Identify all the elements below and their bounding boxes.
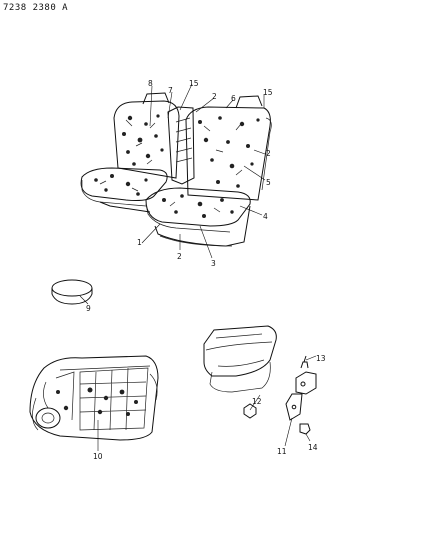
right-seat-cushion (145, 187, 251, 227)
callout-2c: 2 (177, 252, 182, 261)
callout-12: 12 (252, 397, 262, 406)
callout-7: 7 (168, 86, 173, 95)
upholstery-pattern (94, 114, 260, 218)
callout-1: 1 (137, 238, 142, 247)
callout-10: 10 (93, 452, 103, 461)
part-9-disc (51, 279, 93, 305)
callout-8: 8 (148, 79, 153, 88)
document-code: 7238 2380 A (3, 3, 69, 13)
callout-13: 13 (316, 354, 326, 363)
callout-numbers: 8 7 15 2 6 15 2 5 4 1 2 3 9 10 12 11 13 … (86, 79, 326, 461)
callout-11: 11 (277, 447, 287, 456)
bracket-hardware (243, 355, 317, 435)
leader-lines (79, 83, 317, 451)
callout-15a: 15 (189, 79, 199, 88)
bench-seat-assembly (80, 92, 272, 247)
part-10-seat-frame (29, 355, 159, 441)
left-headrest (142, 92, 170, 105)
callout-2a: 2 (212, 92, 217, 101)
left-seat-back (113, 100, 180, 179)
callout-2b: 2 (266, 149, 271, 158)
callout-15b: 15 (263, 88, 273, 97)
callout-9: 9 (86, 304, 91, 313)
center-armrest (167, 106, 195, 185)
callout-3: 3 (211, 259, 216, 268)
callout-5: 5 (266, 178, 271, 187)
callout-4: 4 (263, 212, 268, 221)
seat-frame (99, 201, 151, 213)
callout-14: 14 (308, 443, 318, 452)
left-seat-cushion (80, 167, 168, 201)
callout-6: 6 (231, 94, 236, 103)
armrest-console (203, 325, 277, 393)
right-headrest (235, 95, 263, 109)
